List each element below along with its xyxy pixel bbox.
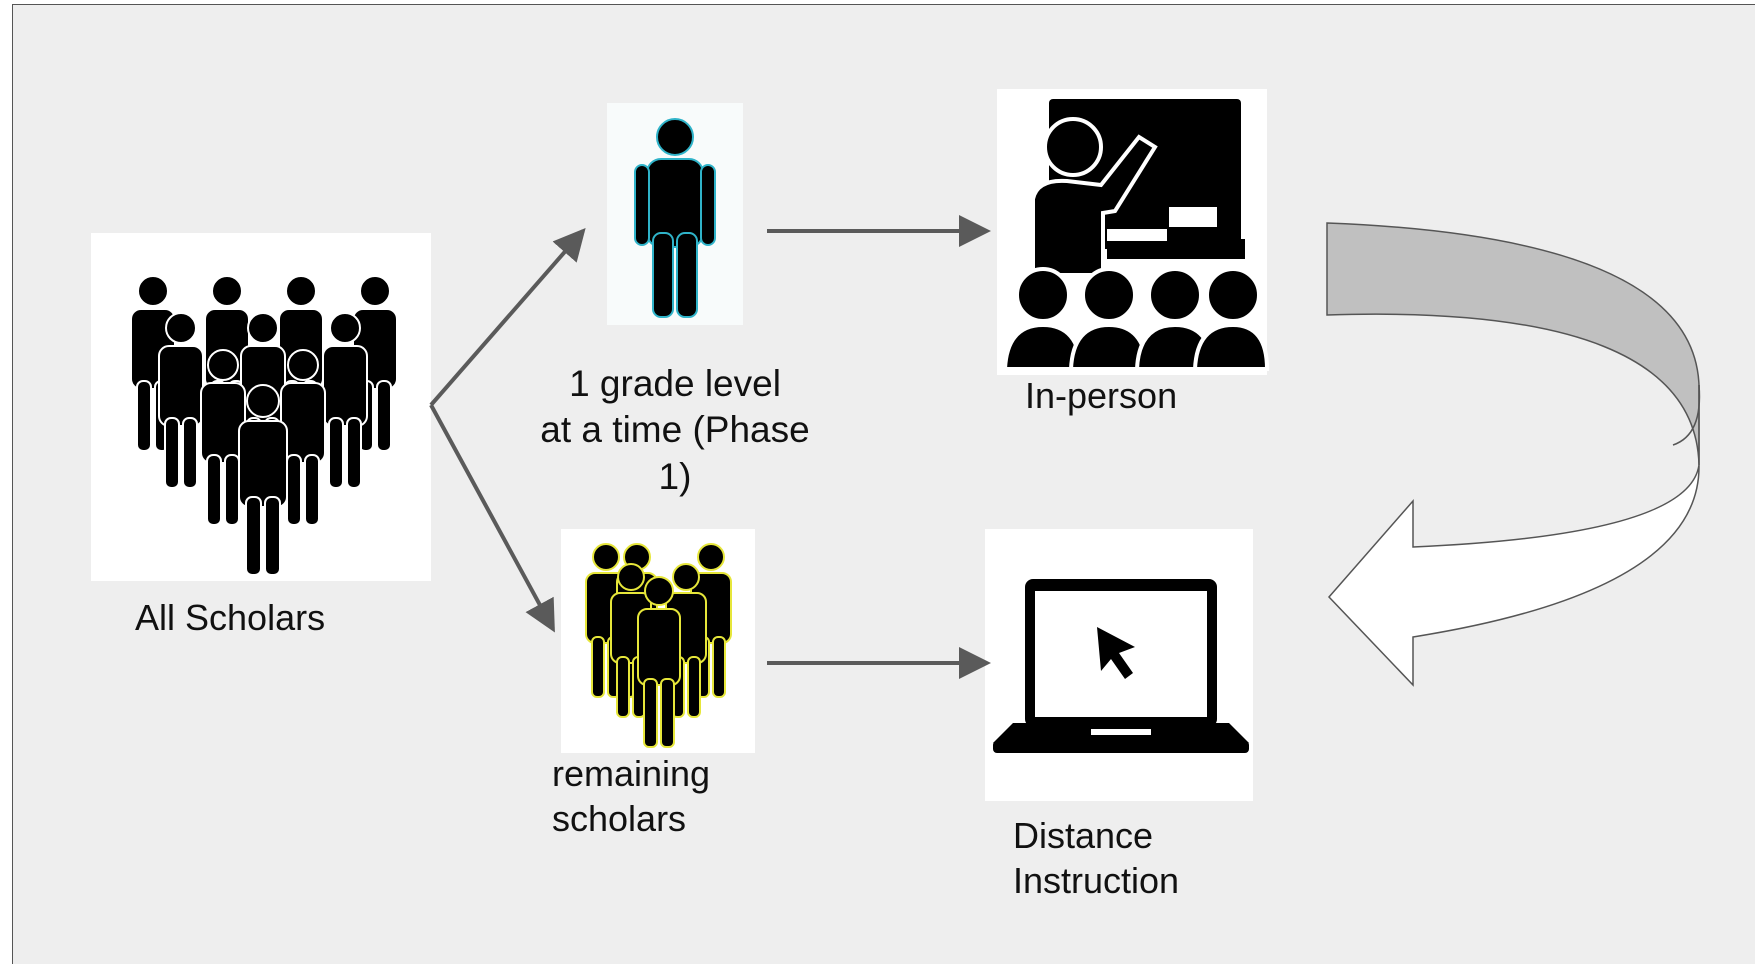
one-grade-label: 1 grade level at a time (Phase 1) (540, 363, 810, 497)
remaining-image (561, 529, 755, 753)
crowd-icon (130, 275, 398, 576)
distance-image (985, 529, 1253, 801)
all-scholars-image (91, 233, 431, 581)
curved-feedback-arrow (1326, 222, 1701, 687)
diagram-canvas: All Scholars 1 grade level at a time (Ph… (12, 4, 1755, 964)
arrow-to-remaining (429, 404, 555, 633)
connector-arrows (429, 215, 1701, 687)
group-icon (585, 543, 732, 748)
single-person-icon (634, 118, 716, 318)
teacher-classroom-icon (1002, 99, 1270, 371)
all-scholars-label: All Scholars (135, 597, 326, 638)
in-person-label: In-person (1025, 375, 1178, 416)
one-grade-image (607, 103, 743, 325)
in-person-image (997, 89, 1270, 375)
distance-label: Distance Instruction (1013, 815, 1180, 901)
arrow-to-one-grade (429, 227, 586, 407)
laptop-cursor-icon (993, 579, 1249, 753)
remaining-label: remaining scholars (552, 753, 711, 839)
